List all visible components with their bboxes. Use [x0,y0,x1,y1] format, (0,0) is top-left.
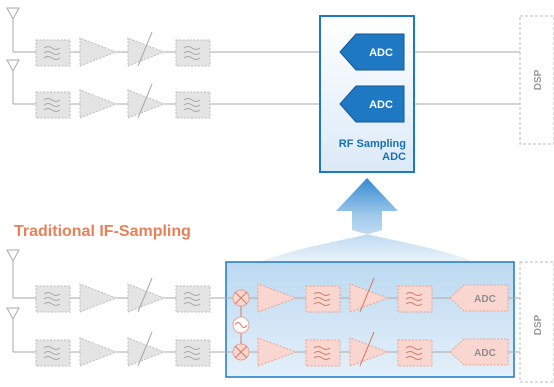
filter-block [35,339,71,367]
dsp-label: DSP [533,314,544,335]
upward-arrow [260,178,474,262]
amplifier-block [79,37,118,67]
variable-gain-amplifier-block [349,331,390,367]
filter-block [397,339,433,367]
filter-block [305,339,341,367]
if-sampling-section: Traditional IF-Sampling [6,223,554,383]
filter-block [35,285,71,313]
adc-label: ADC [369,47,393,59]
amplifier-block [79,337,118,367]
filter-block [35,91,71,119]
amplifier-block [257,337,298,367]
variable-gain-amplifier-block [349,277,390,313]
adc-label: ADC [369,99,393,111]
amplifier-block [79,283,118,313]
filter-block [175,339,211,367]
rf-adc-label: ADC [382,151,406,163]
antenna-icon [6,7,36,53]
filter-block [35,39,71,67]
variable-gain-amplifier-block [127,331,166,367]
variable-gain-amplifier-block [127,277,166,313]
filter-block [397,285,433,313]
filter-block [175,39,211,67]
adc-block: ADC [339,33,405,71]
dsp-block: DSP [519,15,554,145]
filter-block [175,285,211,313]
rf-sampling-section: ADC ADC RF Sampling ADC DSP [6,7,554,173]
adc-block: ADC [449,338,509,366]
dsp-block: DSP [519,261,554,383]
variable-gain-amplifier-block [127,31,166,67]
antenna-icon [6,59,36,105]
adc-label: ADC [474,348,496,359]
section-title: Traditional IF-Sampling [14,223,191,240]
rf-sampling-label: RF Sampling [339,138,406,150]
variable-gain-amplifier-block [127,83,166,119]
mixer-icon [232,289,250,307]
rf-sampling-adc-box: ADC ADC RF Sampling ADC [319,15,415,173]
adc-block: ADC [449,284,509,312]
dsp-label: DSP [533,69,544,90]
mixer-icon [232,343,250,361]
adc-block: ADC [339,85,405,123]
filter-block [305,285,341,313]
amplifier-block [79,89,118,119]
filter-block [175,91,211,119]
antenna-icon [6,249,36,299]
adc-label: ADC [474,294,496,305]
local-oscillator-icon [232,316,250,334]
amplifier-block [257,283,298,313]
antenna-icon [6,307,36,353]
